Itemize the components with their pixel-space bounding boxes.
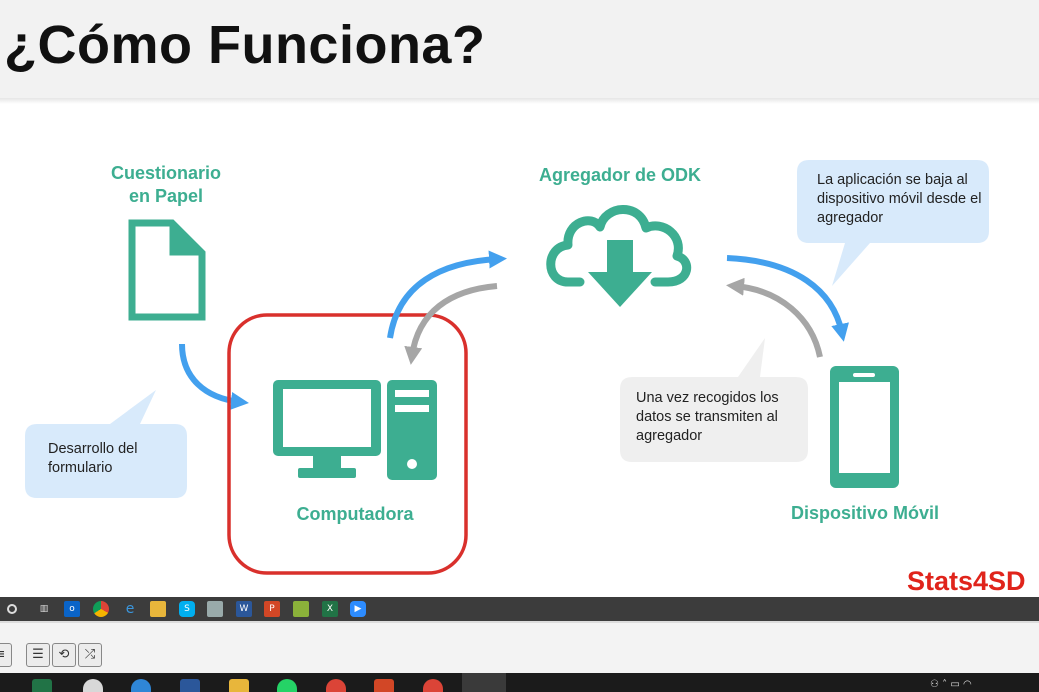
word-icon[interactable] (180, 679, 200, 692)
computer-icon (273, 380, 437, 480)
form-dev-text: Desarrollo del formulario (48, 441, 138, 476)
aggregator-label: Agregador de ODK (538, 165, 702, 185)
playback-control-bar: ≡ ☰ ⟲ ⤮ (0, 621, 1039, 675)
download-bubble (797, 160, 989, 286)
download-text: La aplicación se baja al dispositivo móv… (817, 172, 982, 226)
pencil-app-icon[interactable] (462, 673, 506, 692)
shared-screen-taskbar: ▥ o e S W P X ▶ (0, 597, 1039, 621)
paper-to-computer-arrow (179, 343, 249, 410)
zoom-icon[interactable]: ▶ (350, 601, 366, 617)
task-view-icon[interactable]: ▥ (39, 604, 49, 614)
system-tray[interactable]: ⚇ ˄ ▭ ◠ (930, 679, 972, 690)
excel-icon[interactable]: X (322, 601, 338, 617)
computer-to-aggregator-arrow (387, 250, 507, 339)
chrome-icon[interactable] (326, 679, 346, 692)
aggregator-to-computer-arrow (404, 283, 498, 365)
scanner-icon[interactable] (207, 601, 223, 617)
gauge-app-icon[interactable] (83, 679, 103, 692)
mobile-to-aggregator-arrow (726, 277, 823, 358)
document-icon (128, 219, 206, 321)
workflow-diagram (25, 160, 989, 575)
mobile-phone-icon (830, 366, 899, 488)
upload-text: Una vez recogidos los datos se transmite… (636, 390, 779, 444)
outlook-icon[interactable]: o (64, 601, 80, 617)
cloud-download-icon (546, 205, 692, 307)
excel-icon[interactable] (32, 679, 52, 692)
skype-icon[interactable]: S (179, 601, 195, 617)
brand-logo: Stats4SD (907, 566, 1026, 596)
chrome-icon[interactable] (423, 679, 443, 692)
edge-icon[interactable]: e (125, 601, 135, 617)
file-explorer-icon[interactable] (150, 601, 166, 617)
playlist-icon[interactable]: ☰ (26, 643, 50, 667)
header-shadow (0, 98, 1039, 104)
powerpoint-icon[interactable] (374, 679, 394, 692)
word-icon[interactable]: W (236, 601, 252, 617)
form-dev-bubble (25, 390, 187, 498)
slide-title: ¿Cómo Funciona? (4, 15, 486, 75)
chrome-icon[interactable] (93, 601, 109, 617)
slide-header: ¿Cómo Funciona? (0, 0, 1039, 104)
mobile-device-label: Dispositivo Móvil (790, 503, 940, 523)
start-circle-icon[interactable] (7, 604, 17, 614)
shuffle-icon[interactable]: ⤮ (78, 643, 102, 667)
layers-app-icon[interactable] (293, 601, 309, 617)
loop-icon[interactable]: ⟲ (52, 643, 76, 667)
windows-taskbar: ⚇ ˄ ▭ ◠ (0, 673, 1039, 692)
list-toggle-icon[interactable]: ≡ (0, 643, 12, 667)
whatsapp-icon[interactable] (277, 679, 297, 692)
folder-icon[interactable] (229, 679, 249, 692)
aggregator-to-mobile-arrow (726, 255, 849, 342)
edge-icon[interactable] (131, 679, 151, 692)
computer-highlight-box (227, 313, 468, 575)
powerpoint-icon[interactable]: P (264, 601, 280, 617)
upload-bubble (620, 338, 808, 462)
paper-questionnaire-label: Cuestionario en Papel (110, 163, 221, 206)
computer-label: Computadora (296, 504, 414, 524)
